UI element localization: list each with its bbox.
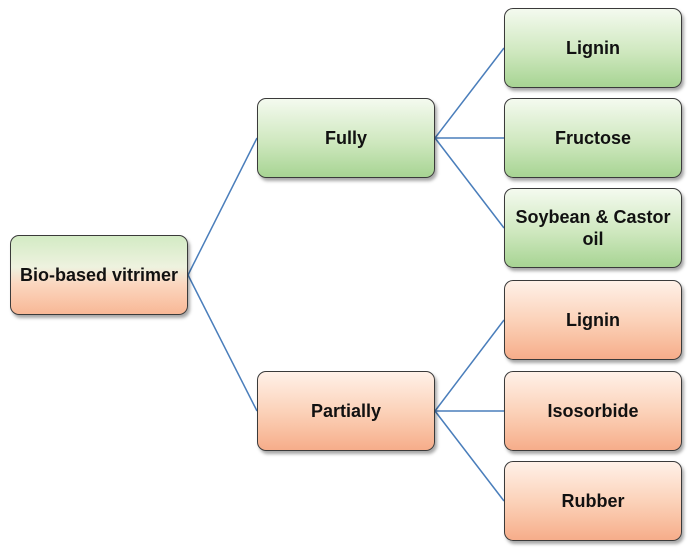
connector-root-fully: [187, 137, 258, 276]
connector-root-partially: [187, 274, 258, 412]
root-node-label: Bio-based vitrimer: [19, 265, 179, 285]
leaf-node-isosorbide: Isosorbide: [504, 371, 682, 451]
leaf-node-partially-lignin: Lignin: [504, 280, 682, 360]
leaf-node-label: Rubber: [561, 491, 625, 511]
leaf-node-label: Soybean & Castor oil: [515, 207, 671, 249]
branch-node-fully: Fully: [257, 98, 435, 178]
leaf-node-fully-lignin: Lignin: [504, 8, 682, 88]
connector-fully-oil: [434, 137, 505, 229]
leaf-node-label: Lignin: [566, 310, 620, 330]
branch-node-partially: Partially: [257, 371, 435, 451]
branch-node-label: Partially: [310, 401, 382, 421]
branch-node-label: Fully: [324, 128, 367, 148]
connector-partially-rubber: [434, 410, 505, 502]
root-node: Bio-based vitrimer: [10, 235, 188, 315]
leaf-node-label: Lignin: [566, 38, 620, 58]
leaf-node-soybean-castor-oil: Soybean & Castor oil: [504, 188, 682, 268]
leaf-node-label: Isosorbide: [547, 401, 639, 421]
connector-fully-lignin: [434, 47, 505, 139]
connector-partially-lignin: [434, 319, 505, 412]
leaf-node-fructose: Fructose: [504, 98, 682, 178]
leaf-node-rubber: Rubber: [504, 461, 682, 541]
leaf-node-label: Fructose: [554, 128, 632, 148]
